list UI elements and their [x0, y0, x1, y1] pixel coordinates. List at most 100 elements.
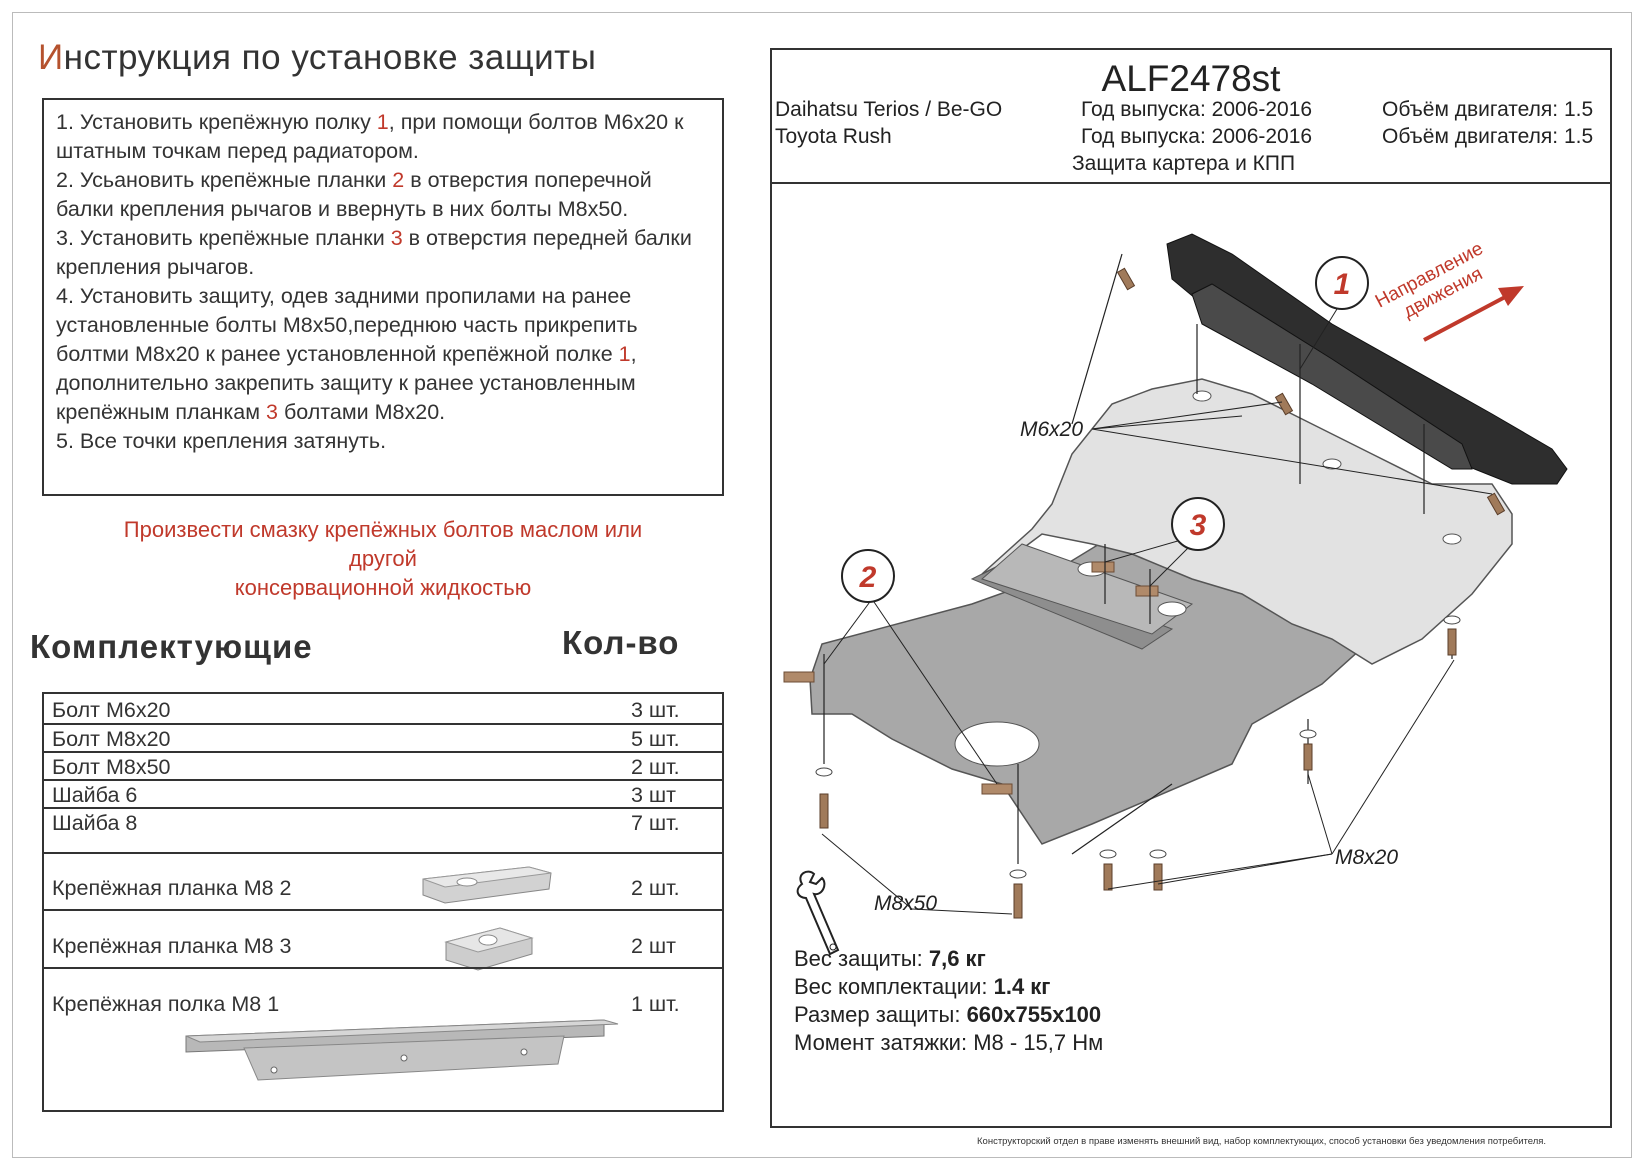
vehicle-year: Год выпуска: 2006-2016 [1081, 98, 1313, 121]
title-rest: нструкция по установке защиты [63, 38, 597, 77]
washer [1009, 869, 1027, 879]
callout-2-label: 2 [859, 561, 877, 594]
label-m8x50: M8x50 [874, 892, 937, 915]
part-name: Болт М8х50 [52, 755, 171, 779]
lube-line: Произвести смазку крепёжных болтов масло… [123, 517, 643, 542]
step-text: 4. Установить защиту, одев задними пропи… [56, 284, 638, 366]
bolt [1447, 628, 1457, 656]
step-text: 2. Усьановить крепёжные планки [56, 168, 393, 192]
instruction-step: 4. Установить защиту, одев задними пропи… [56, 282, 712, 427]
title-first-letter: И [38, 38, 64, 77]
step-text: в отверстия поперечной балки крепления р… [56, 168, 652, 221]
step-text: болтами М8х20. [277, 400, 446, 424]
parts-table: Болт М6х20 3 шт. Болт М8х20 5 шт. Болт М8х… [42, 692, 724, 1112]
step-text: 1. Установить крепёжную полку [56, 110, 377, 134]
parts-header: Комплектующие [30, 628, 313, 665]
shelf-1-lower [1191, 283, 1473, 470]
vehicle-engine: Объём двигателя: 1.5 [1382, 125, 1594, 148]
part-qty: 3 шт [631, 783, 677, 807]
step-text: 3. Установить крепёжные планки [56, 226, 391, 250]
part-qty: 2 шт. [631, 876, 680, 900]
stat-label: Момент затяжки: [794, 1030, 974, 1055]
part-qty: 2 шт. [631, 755, 680, 779]
sheet-border [12, 12, 1632, 1158]
product-code: ALF2478st [1101, 58, 1281, 99]
instruction-step: 5. Все точки крепления затянуть. [56, 427, 712, 456]
instruction-step: 3. Установить крепёжные планки 3 в отвер… [56, 224, 712, 282]
part-name: Шайба 8 [52, 811, 138, 835]
qty-header: Кол-во [562, 624, 680, 661]
skid-plate-front [981, 378, 1513, 665]
washer [1099, 849, 1117, 859]
row-divider [44, 779, 722, 781]
step-text: , дополнительно закрепить защиту к ранее… [56, 342, 637, 424]
washer [1149, 849, 1167, 859]
washer [1299, 729, 1317, 739]
vehicle-year: Год выпуска: 2006-2016 [1081, 125, 1313, 148]
bolt [1486, 492, 1506, 516]
step-text: , при помощи болтов М6х20 к штатным точк… [56, 110, 684, 163]
row-divider [44, 807, 722, 809]
part-qty: 5 шт. [631, 727, 680, 751]
instruction-step: 2. Усьановить крепёжные планки 2 в отвер… [56, 166, 712, 224]
instruction-step: 1. Установить крепёжную полку 1, при пом… [56, 108, 712, 166]
plate-hole [1442, 533, 1462, 545]
callout-1: 1 [1315, 256, 1369, 310]
stat-label: Вес комплектации: [794, 974, 994, 999]
lubrication-note: Произвести смазку крепёжных болтов масло… [42, 515, 724, 602]
bracket-3 [1135, 585, 1159, 597]
part-qty: 7 шт. [631, 811, 680, 835]
part-qty: 3 шт. [631, 698, 680, 722]
stat-value: М8 - 15,7 Нм [973, 1030, 1104, 1055]
stat-torque: Момент затяжки: М8 - 15,7 Нм [794, 1030, 1103, 1056]
stat-weight: Вес защиты: 7,6 кг [794, 946, 986, 972]
label-m6x20: M6x20 [1020, 418, 1083, 441]
stat-value: 1.4 кг [993, 974, 1051, 999]
callout-3: 3 [1171, 497, 1225, 551]
direction-label: Направление движения [1372, 238, 1487, 322]
bolt [1103, 863, 1113, 891]
stat-value: 660х755х100 [966, 1002, 1102, 1027]
row-divider [44, 967, 722, 969]
washer [815, 767, 833, 777]
washer [1443, 615, 1461, 625]
row-divider [44, 751, 722, 753]
lube-line: консервационной жидкостью [234, 575, 532, 600]
spec-panel: ALF2478st Daihatsu Terios / Be-GO Год вы… [770, 48, 1612, 1128]
plate-hole [1157, 601, 1187, 617]
label-m8x20: M8x20 [1335, 846, 1398, 869]
footer-disclaimer: Конструкторский отдел в праве изменять в… [977, 1136, 1547, 1147]
bolt [1116, 267, 1136, 291]
installation-drawing: 1 2 3 M6x20 M8x20 M8x50 Направление движ… [783, 233, 1568, 956]
step-text: 5. Все точки крепления затянуть. [56, 429, 387, 453]
plate-hole [1192, 390, 1212, 402]
page-title: Инструкция по установке защиты [38, 38, 596, 78]
step-ref: 3 [390, 226, 403, 250]
part-qty: 2 шт [631, 934, 677, 958]
bolt [819, 793, 829, 829]
stat-label: Размер защиты: [794, 1002, 967, 1027]
vehicle-engine: Объём двигателя: 1.5 [1382, 98, 1594, 121]
part-name: Шайба 6 [52, 783, 138, 807]
part-name: Крепёжная планка М8 3 [52, 934, 292, 958]
stat-kit-weight: Вес комплектации: 1.4 кг [794, 974, 1050, 1000]
vehicle-model: Daihatsu Terios / Be-GO [775, 98, 1003, 121]
step-ref: 1 [376, 110, 389, 134]
bracket-3-image [444, 927, 534, 971]
bracket-3 [1091, 561, 1115, 573]
step-ref: 2 [392, 168, 405, 192]
part-name: Болт М6х20 [52, 698, 171, 722]
part-qty: 1 шт. [631, 992, 680, 1016]
part-name: Крепёжная планка М8 2 [52, 876, 292, 900]
product-name: Защита картера и КПП [1072, 152, 1296, 175]
bracket-2-image [422, 866, 552, 904]
stat-size: Размер защиты: 660х755х100 [794, 1002, 1101, 1028]
part-name: Болт М8х20 [52, 727, 171, 751]
wrench-icon [796, 870, 840, 956]
lube-line: другой [349, 546, 417, 571]
vehicle-model: Toyota Rush [775, 125, 892, 148]
bracket-2 [783, 671, 815, 683]
bracket-2 [981, 783, 1013, 795]
part-name: Крепёжная полка М8 1 [52, 992, 280, 1016]
callout-3-label: 3 [1190, 509, 1207, 542]
